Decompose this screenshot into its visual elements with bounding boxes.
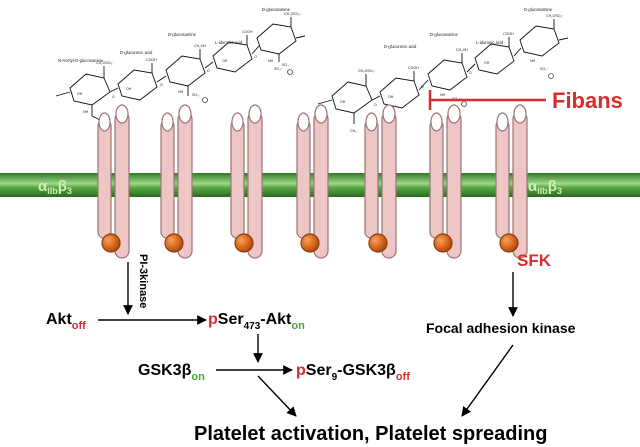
group-label: CH₂OSO₃⁻ bbox=[546, 14, 564, 18]
group-label: SO₃⁻ bbox=[540, 67, 549, 71]
group-label: SO₃⁻ bbox=[192, 93, 201, 97]
group-label: OH bbox=[484, 61, 490, 65]
sugar-label: D-glucosamine bbox=[430, 32, 459, 37]
group-label: O bbox=[254, 55, 257, 59]
heparin-rings-right bbox=[317, 19, 569, 124]
group-label: COOH bbox=[242, 30, 253, 34]
group-label: CH₂OSO₃⁻ bbox=[96, 61, 114, 65]
integrin-receptor bbox=[364, 104, 397, 259]
integrin-receptor bbox=[160, 104, 193, 259]
sugar-label: D-glucuronic acid bbox=[120, 50, 153, 55]
heparin-rings-left bbox=[55, 17, 306, 121]
heparin-structure-left: N-Acetyl-D-glucosamine D-glucuronic acid… bbox=[55, 7, 306, 127]
integrin-receptor bbox=[230, 104, 263, 259]
sugar-label: D-glucuronic acid bbox=[384, 44, 417, 49]
p-akt-on-label: pSer473-Akton bbox=[208, 311, 305, 332]
group-label: O bbox=[112, 95, 115, 99]
group-label: O bbox=[421, 85, 424, 89]
group-label: SO₃⁻ bbox=[274, 67, 283, 71]
integrin-receptors bbox=[97, 104, 528, 259]
fak-label: Focal adhesion kinase bbox=[426, 320, 576, 336]
sugar-label: D-glucosamine bbox=[262, 7, 291, 12]
integrin-receptor bbox=[296, 104, 329, 259]
group-label: COOH bbox=[146, 58, 157, 62]
receptor-label-right: αIIbβ3 bbox=[528, 178, 562, 196]
integrin-receptor bbox=[429, 104, 462, 259]
receptor-label-left: αIIbβ3 bbox=[38, 178, 72, 196]
sfk-label: SFK bbox=[517, 251, 552, 270]
group-label: OH bbox=[340, 100, 346, 104]
group-label: CH₂OH bbox=[194, 44, 206, 48]
group-label: SO₃⁻ bbox=[282, 63, 291, 67]
charge-symbol bbox=[202, 97, 208, 103]
sugar-label: L-iduronic acid bbox=[215, 40, 243, 45]
group-label: NH bbox=[83, 110, 89, 114]
group-label: CH₃ bbox=[350, 129, 357, 133]
sugar-label: L-iduronic acid bbox=[476, 40, 504, 45]
group-label: CH₂OSO₃⁻ bbox=[284, 12, 302, 16]
group-label: OH bbox=[126, 87, 132, 91]
charge-symbol bbox=[287, 69, 293, 75]
group-label: CH₂OH bbox=[456, 48, 468, 52]
integrin-receptor bbox=[495, 104, 528, 259]
p-gsk-off-label: pSer9-GSK3βoff bbox=[296, 362, 410, 383]
group-label: CH₂OSO₃⁻ bbox=[358, 69, 376, 73]
group-label: NH bbox=[440, 93, 446, 97]
group-label: COOH bbox=[503, 32, 514, 36]
group-label: OH bbox=[77, 92, 83, 96]
gsk-outcome-arrow bbox=[257, 375, 297, 417]
integrin-receptor bbox=[97, 104, 130, 259]
group-label: O bbox=[469, 71, 472, 75]
group-label: NH bbox=[178, 90, 184, 94]
charge-symbol bbox=[548, 73, 554, 79]
fibans-label: Fibans bbox=[552, 88, 623, 113]
group-label: COOH bbox=[408, 66, 419, 70]
akt-off-label: Aktoff bbox=[46, 311, 86, 332]
pi3k-label: PI-3kinase bbox=[137, 254, 149, 308]
group-label: O bbox=[160, 83, 163, 87]
heparin-structure-right: D-glucuronic acid D-glucosamine L-iduron… bbox=[317, 7, 569, 133]
group-label: OH bbox=[388, 95, 394, 99]
group-label: O bbox=[374, 103, 377, 107]
outcome-label: Platelet activation, Platelet spreading bbox=[194, 423, 547, 445]
sugar-label: D-glucosamine bbox=[168, 32, 197, 37]
fak-outcome-arrow bbox=[461, 344, 514, 417]
group-label: NH bbox=[268, 59, 274, 63]
group-label: NH bbox=[530, 59, 536, 63]
group-label: OH bbox=[222, 59, 228, 63]
group-label: O bbox=[207, 69, 210, 73]
sugar-label: N-Acetyl-D-glucosamine bbox=[58, 58, 104, 63]
gsk-on-label: GSK3βon bbox=[138, 362, 205, 383]
sugar-label: D-glucosamine bbox=[524, 7, 553, 12]
charge-symbol bbox=[461, 101, 467, 107]
